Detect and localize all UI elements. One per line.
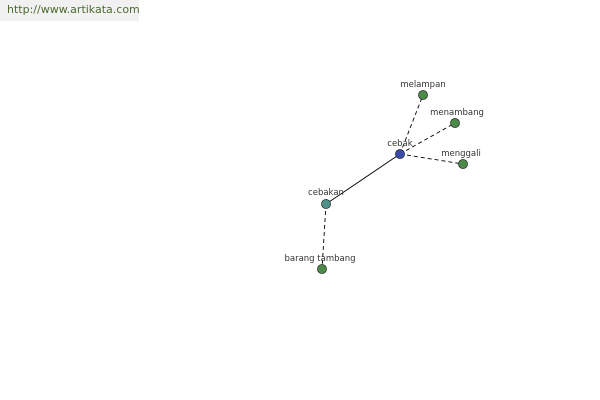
site-url[interactable]: http://www.artikata.com (0, 0, 140, 21)
node-label-menambang[interactable]: menambang (430, 108, 484, 118)
node-menggali[interactable] (458, 159, 468, 169)
edge-cebak-menggali (399, 153, 464, 165)
node-menambang[interactable] (450, 118, 460, 128)
nodes-layer: cebak cebakan melampan menambang menggali bar… (284, 80, 484, 274)
edge-cebakan-barang-tambang (321, 203, 327, 270)
edge-cebak-menambang (399, 122, 456, 155)
edge-cebak-melampan (399, 94, 424, 155)
node-cebakan[interactable] (321, 199, 331, 209)
edge-cebak-cebakan (325, 153, 401, 205)
node-label-barang-tambang[interactable]: barang tambang (284, 254, 355, 264)
node-label-menggali[interactable]: menggali (441, 149, 481, 159)
node-melampan[interactable] (418, 90, 428, 100)
node-label-cebakan[interactable]: cebakan (308, 188, 344, 198)
node-cebak[interactable] (395, 149, 405, 159)
edges-layer (321, 94, 464, 270)
node-barang-tambang[interactable] (317, 264, 327, 274)
node-label-melampan[interactable]: melampan (400, 80, 445, 90)
node-label-cebak[interactable]: cebak (387, 139, 413, 149)
